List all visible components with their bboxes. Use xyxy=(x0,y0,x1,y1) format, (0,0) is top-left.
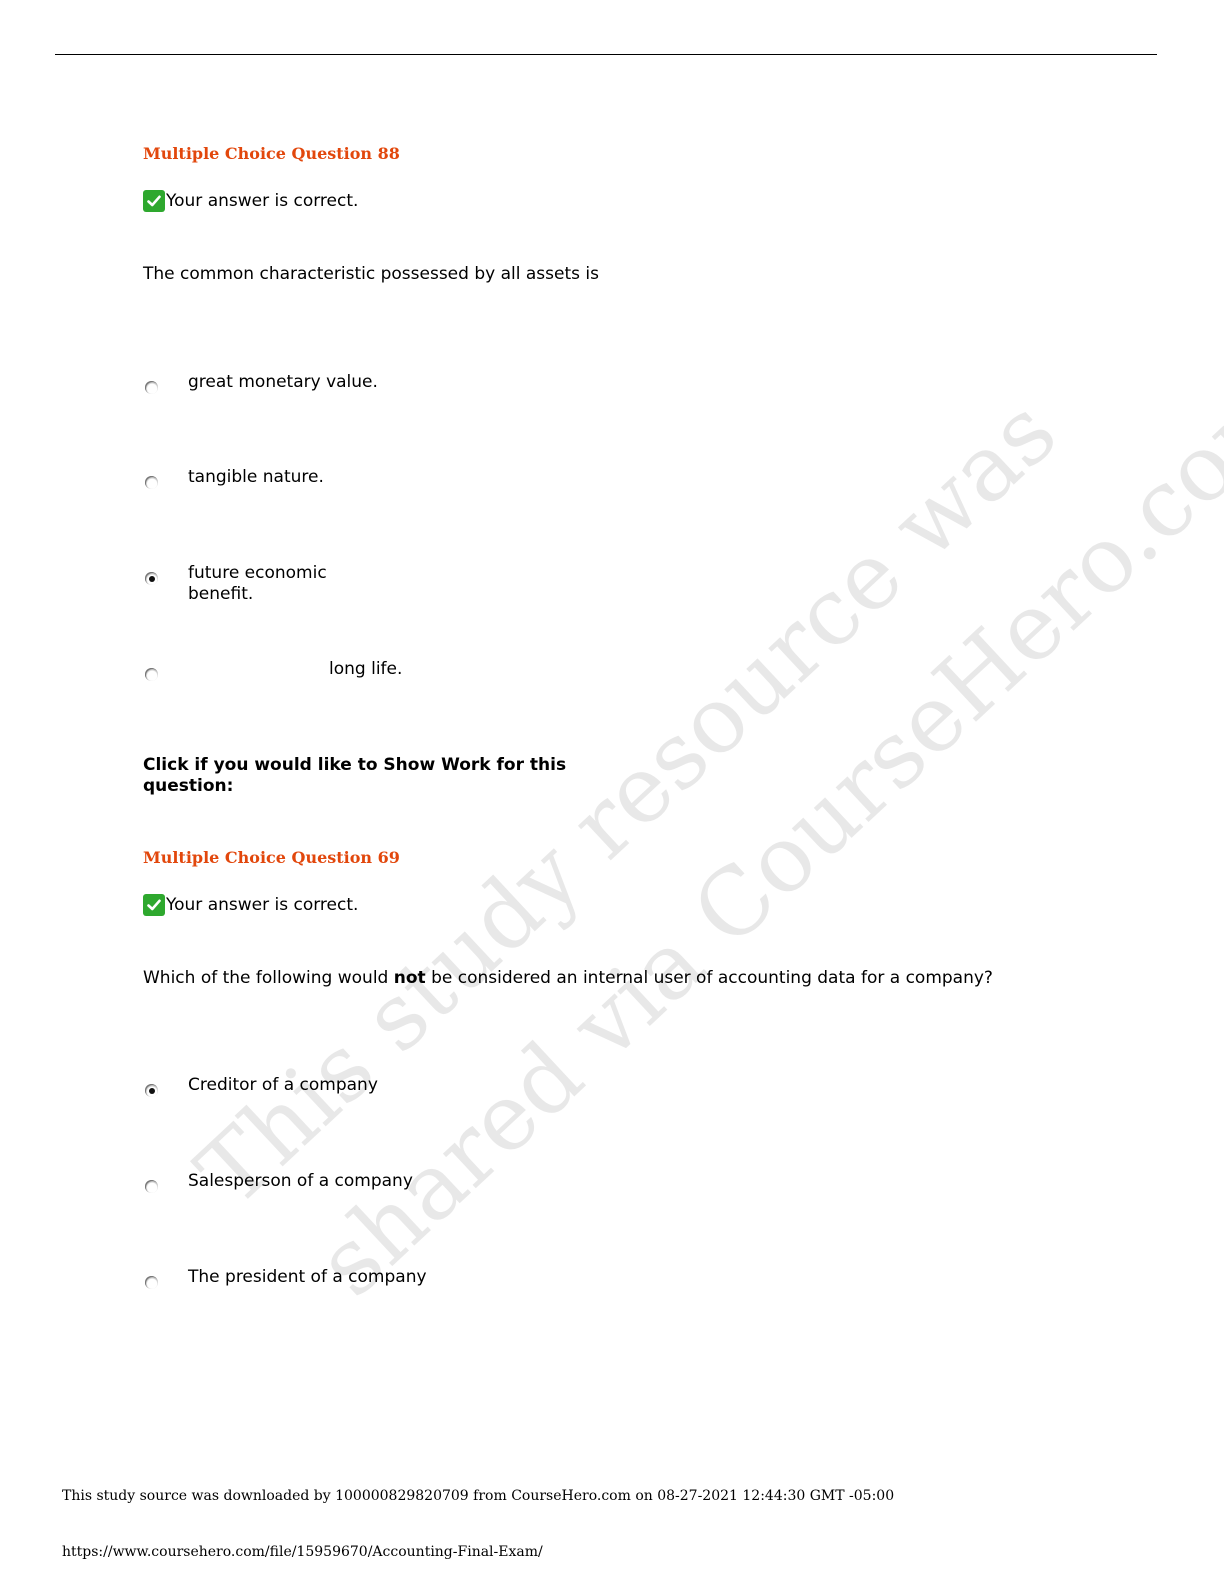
option-radio[interactable] xyxy=(145,381,158,394)
option-radio[interactable] xyxy=(145,1180,158,1193)
watermark-line-1: This study resource was xyxy=(177,377,1077,1227)
show-work-link[interactable]: Click if you would like to Show Work for… xyxy=(143,755,566,797)
option-label-line-1: future economic xyxy=(188,563,327,583)
question-69-title: Multiple Choice Question 69 xyxy=(143,848,400,867)
option-radio-selected[interactable] xyxy=(145,1084,158,1097)
question-69-feedback: Your answer is correct. xyxy=(143,894,358,916)
feedback-text: Your answer is correct. xyxy=(166,191,359,211)
check-icon xyxy=(143,190,165,212)
prompt-text-before: Which of the following would xyxy=(143,968,394,988)
prompt-text-after: be considered an internal user of accoun… xyxy=(425,968,993,988)
show-work-line-2: question: xyxy=(143,776,234,796)
feedback-text: Your answer is correct. xyxy=(166,895,359,915)
option-radio[interactable] xyxy=(145,476,158,489)
show-work-line-1: Click if you would like to Show Work for… xyxy=(143,755,567,775)
question-88-prompt: The common characteristic possessed by a… xyxy=(143,264,599,284)
option-label: Creditor of a company xyxy=(188,1075,378,1095)
source-url[interactable]: https://www.coursehero.com/file/15959670… xyxy=(62,1544,543,1560)
question-88-title: Multiple Choice Question 88 xyxy=(143,144,400,163)
question-88-feedback: Your answer is correct. xyxy=(143,190,358,212)
option-label: great monetary value. xyxy=(188,372,378,392)
prompt-emphasis: not xyxy=(393,968,426,988)
option-radio[interactable] xyxy=(145,1276,158,1289)
top-rule xyxy=(55,54,1157,55)
watermark-line-2: shared via CourseHero.com xyxy=(297,352,1224,1318)
option-label-line-2: benefit. xyxy=(188,584,254,604)
option-label: tangible nature. xyxy=(188,467,324,487)
option-label: Salesperson of a company xyxy=(188,1171,413,1191)
download-note: This study source was downloaded by 1000… xyxy=(62,1488,895,1504)
option-label: long life. xyxy=(329,659,403,679)
option-label: The president of a company xyxy=(188,1267,427,1287)
check-icon xyxy=(143,894,165,916)
option-label: future economic benefit. xyxy=(188,563,327,605)
question-69-prompt: Which of the following would not be cons… xyxy=(143,968,993,988)
option-radio[interactable] xyxy=(145,668,158,681)
option-radio-selected[interactable] xyxy=(145,572,158,585)
